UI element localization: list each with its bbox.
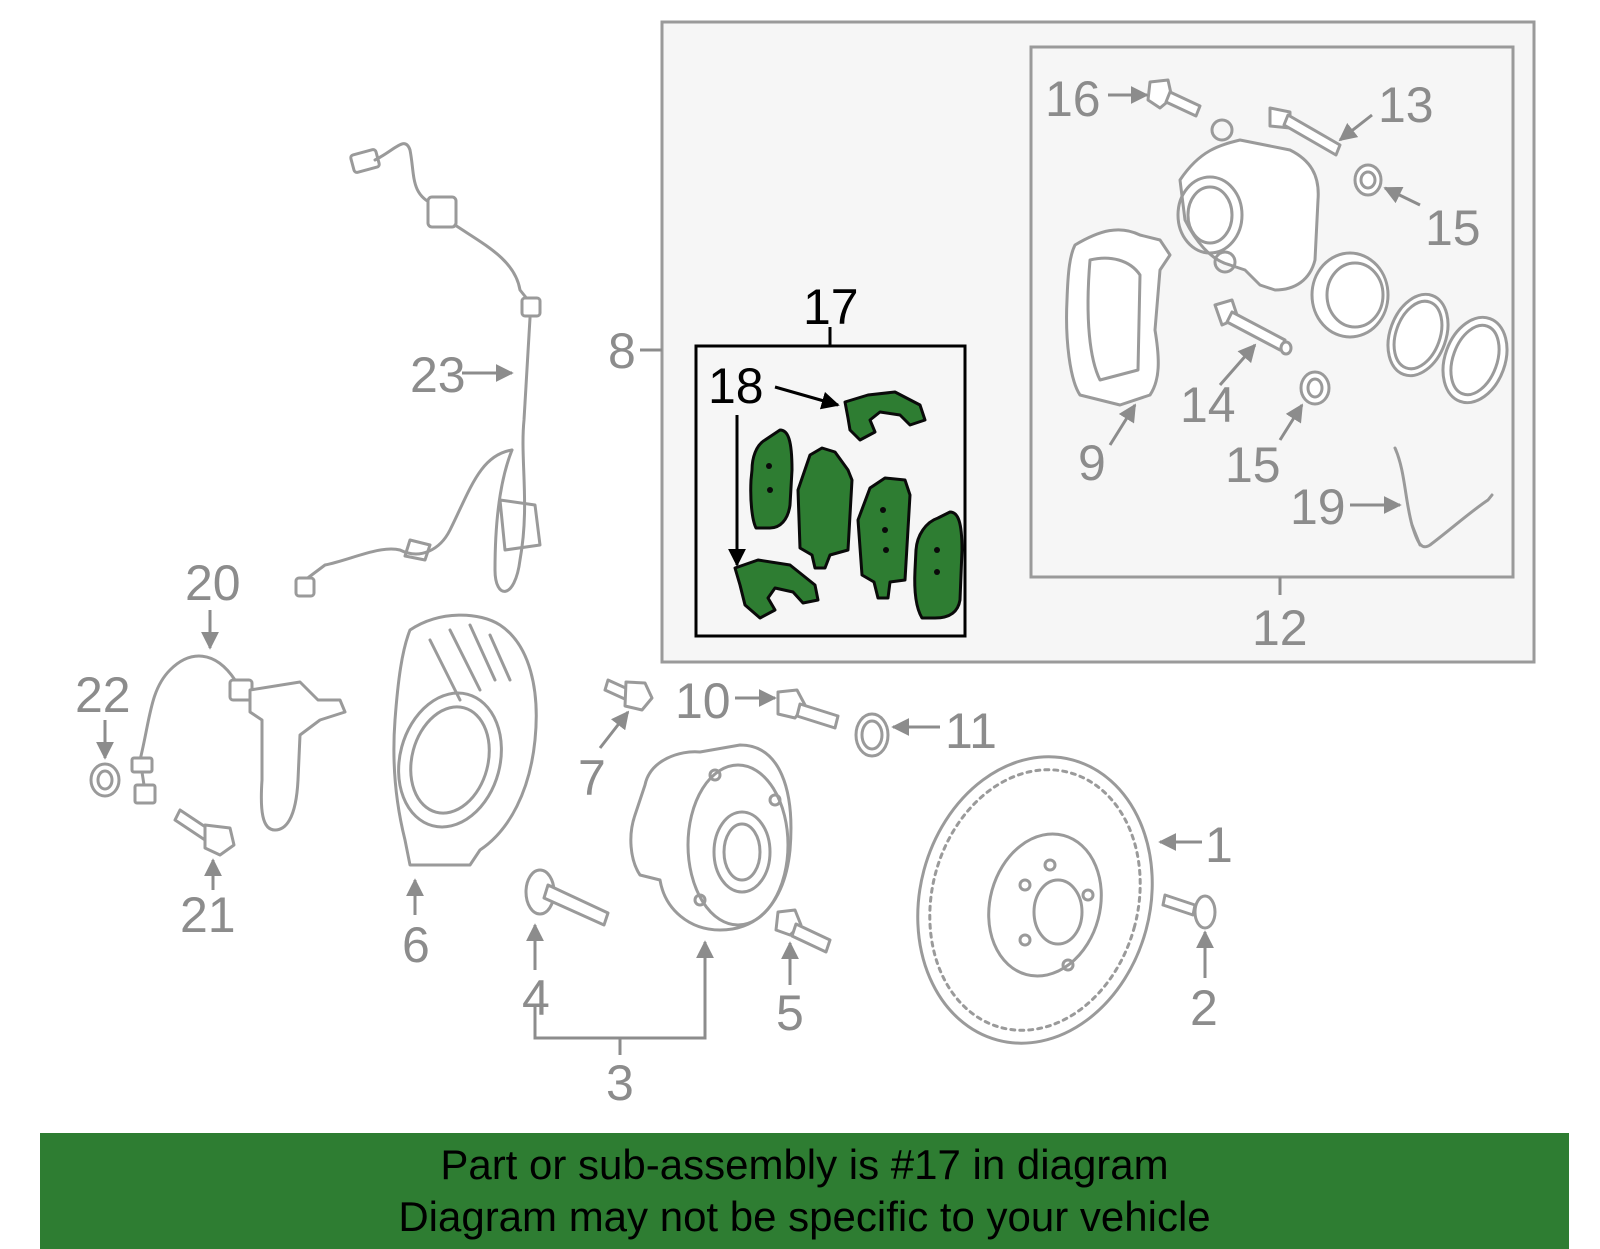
- wear-sensor-19: [1393, 446, 1494, 549]
- wheel-hub-3: [629, 743, 793, 932]
- dust-shield-6: [392, 613, 538, 867]
- stud-5: [774, 908, 832, 954]
- callout-15-lower: 15: [1225, 437, 1281, 493]
- abs-sensor-harness-23: [294, 142, 542, 598]
- callout-23: 23: [410, 347, 466, 403]
- ring-11: [854, 712, 890, 758]
- pad-kit-17[interactable]: [749, 428, 964, 620]
- callout-10: 10: [675, 673, 731, 729]
- callout-8: 8: [608, 323, 636, 379]
- anti-rattle-clip-lower[interactable]: [733, 558, 820, 620]
- bolt-10: [776, 688, 840, 730]
- pad-outer-left[interactable]: [749, 428, 794, 530]
- screw-2: [1161, 893, 1217, 930]
- pad-inner-left[interactable]: [796, 446, 854, 570]
- callout-9: 9: [1078, 435, 1106, 491]
- callout-17: 17: [803, 279, 859, 335]
- banner-line-1: Part or sub-assembly is #17 in diagram: [440, 1141, 1169, 1188]
- callout-21: 21: [180, 887, 236, 943]
- callout-13: 13: [1378, 77, 1434, 133]
- callout-11: 11: [945, 703, 997, 759]
- callout-12: 12: [1252, 600, 1308, 656]
- callout-3: 3: [606, 1055, 634, 1111]
- bolt-4: [524, 868, 610, 927]
- callout-16: 16: [1045, 71, 1101, 127]
- caliper-bracket-9: [1065, 228, 1172, 407]
- callout-5: 5: [776, 985, 804, 1041]
- callout-18: 18: [708, 358, 764, 414]
- pad-hardware-18[interactable]: [733, 390, 927, 620]
- bushing-15-upper: [1353, 163, 1383, 197]
- callout-1: 1: [1205, 817, 1233, 873]
- bushing-15-lower: [1299, 370, 1331, 406]
- pad-inner-right[interactable]: [856, 476, 912, 600]
- callout-20: 20: [185, 555, 241, 611]
- callout-19: 19: [1290, 479, 1346, 535]
- bolt-7: [603, 678, 654, 712]
- callout-22: 22: [75, 667, 131, 723]
- guide-bolt-13: [1268, 106, 1342, 157]
- callout-2: 2: [1190, 980, 1218, 1036]
- bolt-21: [173, 808, 236, 857]
- banner-line-2: Diagram may not be specific to your vehi…: [398, 1193, 1211, 1240]
- bracket-3: [533, 940, 714, 1055]
- grommet-22: [89, 762, 121, 798]
- anti-rattle-clip-upper[interactable]: [843, 390, 927, 442]
- pad-outer-right[interactable]: [913, 510, 964, 620]
- brake-rotor-1: [916, 755, 1154, 1045]
- info-banner: Part or sub-assembly is #17 in diagram D…: [40, 1133, 1569, 1249]
- callout-15-upper: 15: [1425, 200, 1481, 256]
- callout-4: 4: [522, 970, 550, 1026]
- callout-6: 6: [402, 917, 430, 973]
- callout-14: 14: [1180, 377, 1236, 433]
- piston-seals: [1310, 251, 1509, 405]
- guide-pin-14: [1213, 298, 1293, 356]
- abs-sensor-20: [130, 654, 347, 832]
- callout-7: 7: [578, 750, 606, 806]
- caliper-housing: [1176, 118, 1320, 292]
